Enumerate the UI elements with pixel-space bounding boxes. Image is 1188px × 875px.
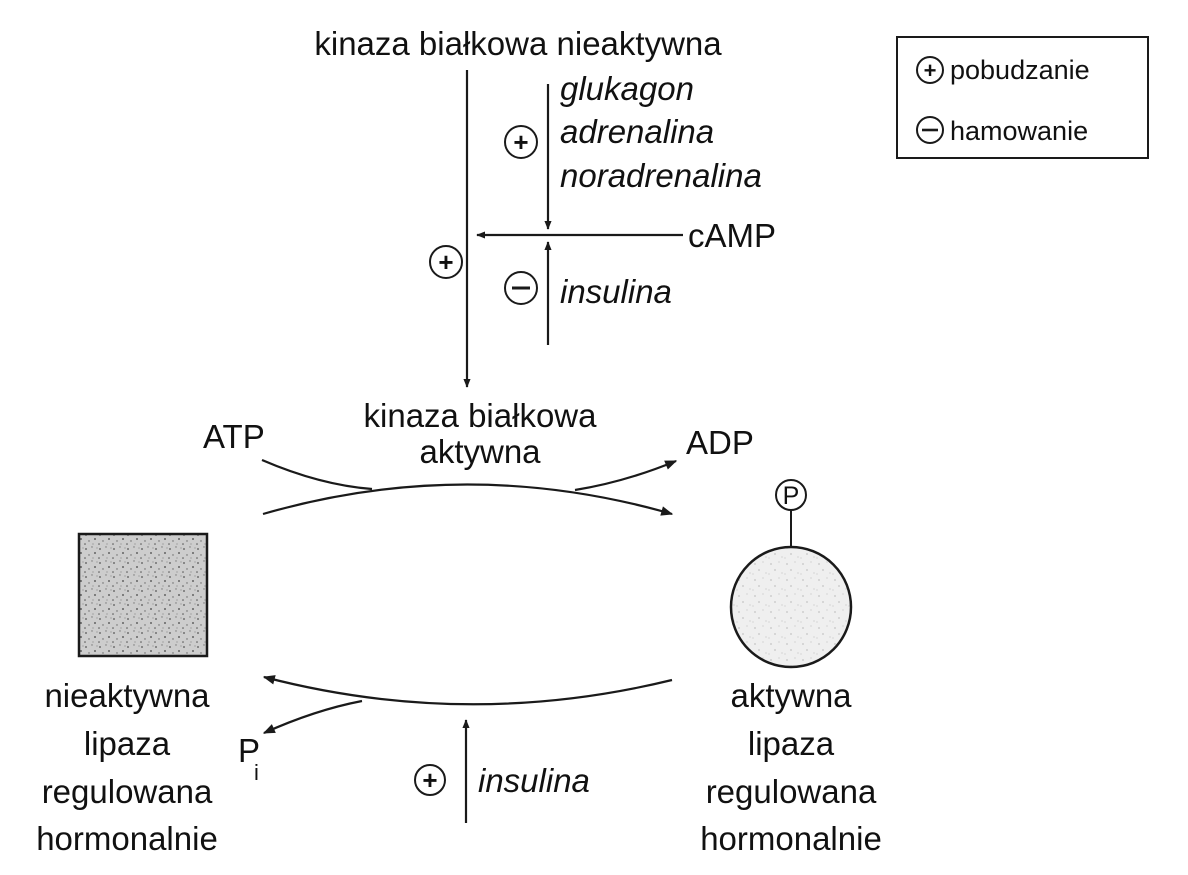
insulin-top-label: insulina: [560, 273, 672, 310]
svg-text:+: +: [513, 127, 528, 157]
legend-stimulation-label: pobudzanie: [950, 55, 1090, 85]
plus-icon: +: [504, 125, 538, 159]
plus-icon: +: [429, 245, 463, 279]
inactive-kinase-label: kinaza białkowa nieaktywna: [314, 25, 722, 62]
active-kinase-label-line1: kinaza białkowa: [364, 397, 598, 434]
phosphorylation-arrow: [262, 483, 674, 516]
adp-output-curve: [574, 459, 678, 492]
pi-label: P: [238, 732, 260, 769]
glucagon-label: glukagon: [560, 70, 694, 107]
active-lipase-shape: [729, 545, 853, 669]
plus-icon: +: [916, 56, 944, 84]
legend: + pobudzanie hamowanie: [896, 36, 1149, 159]
pi-subscript: i: [254, 760, 259, 785]
atp-input-curve: [261, 458, 373, 491]
minus-icon: [504, 271, 538, 305]
insulin-bottom-label: insulina: [478, 762, 590, 799]
inactive-lipase-label-line4: hormonalnie: [36, 820, 218, 857]
active-lipase-label-line1: aktywna: [730, 677, 852, 714]
adp-label: ADP: [686, 424, 754, 461]
noradrenaline-label: noradrenalina: [560, 157, 762, 194]
plus-icon: +: [414, 764, 446, 796]
camp-label: cAMP: [688, 217, 776, 254]
inactive-lipase-label-line1: nieaktywna: [44, 677, 210, 714]
active-kinase-label-line2: aktywna: [419, 433, 541, 470]
svg-text:+: +: [422, 765, 437, 795]
legend-inhibition-label: hamowanie: [950, 116, 1088, 146]
active-lipase-label-line3: regulowana: [706, 773, 877, 810]
active-lipase-label-line2: lipaza: [748, 725, 835, 762]
inactive-lipase-shape: [77, 532, 209, 658]
active-lipase-label-line4: hormonalnie: [700, 820, 882, 857]
pi-output-curve: [262, 699, 363, 735]
minus-icon: [916, 116, 944, 144]
dephosphorylation-arrow: [262, 675, 673, 706]
phosphate-icon: P: [775, 479, 807, 511]
adrenaline-label: adrenalina: [560, 113, 714, 150]
inactive-lipase-label-line3: regulowana: [42, 773, 213, 810]
svg-text:+: +: [924, 58, 937, 83]
svg-text:P: P: [783, 482, 800, 510]
atp-label: ATP: [203, 418, 265, 455]
svg-text:+: +: [438, 247, 453, 277]
inactive-lipase-label-line2: lipaza: [84, 725, 171, 762]
